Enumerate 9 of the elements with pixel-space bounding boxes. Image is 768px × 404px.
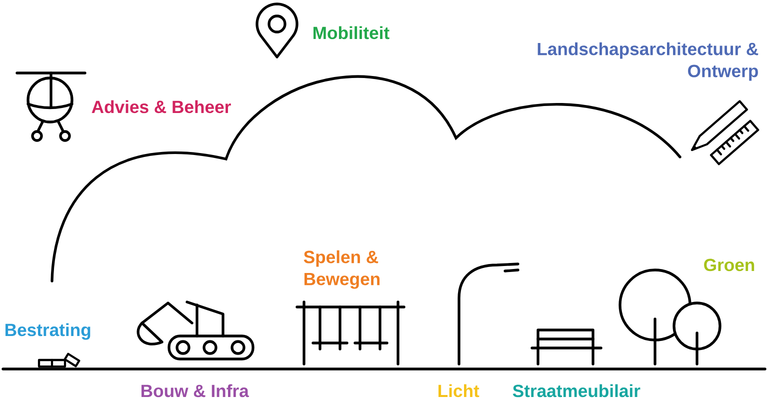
category-label: Mobiliteit [314, 26, 390, 40]
category-label: Licht [438, 384, 480, 398]
category-label: Groen [704, 258, 754, 272]
category-label: Landschapsarchitectuur & Ontwerp [538, 42, 758, 81]
category-label: Spelen & Bewegen [304, 250, 380, 289]
category-label: Bouw & Infra [142, 384, 249, 398]
category-label: Bestrating [6, 323, 90, 340]
category-label: Advies & Beheer [92, 100, 231, 114]
category-label: Straatmeubilair [512, 384, 640, 398]
